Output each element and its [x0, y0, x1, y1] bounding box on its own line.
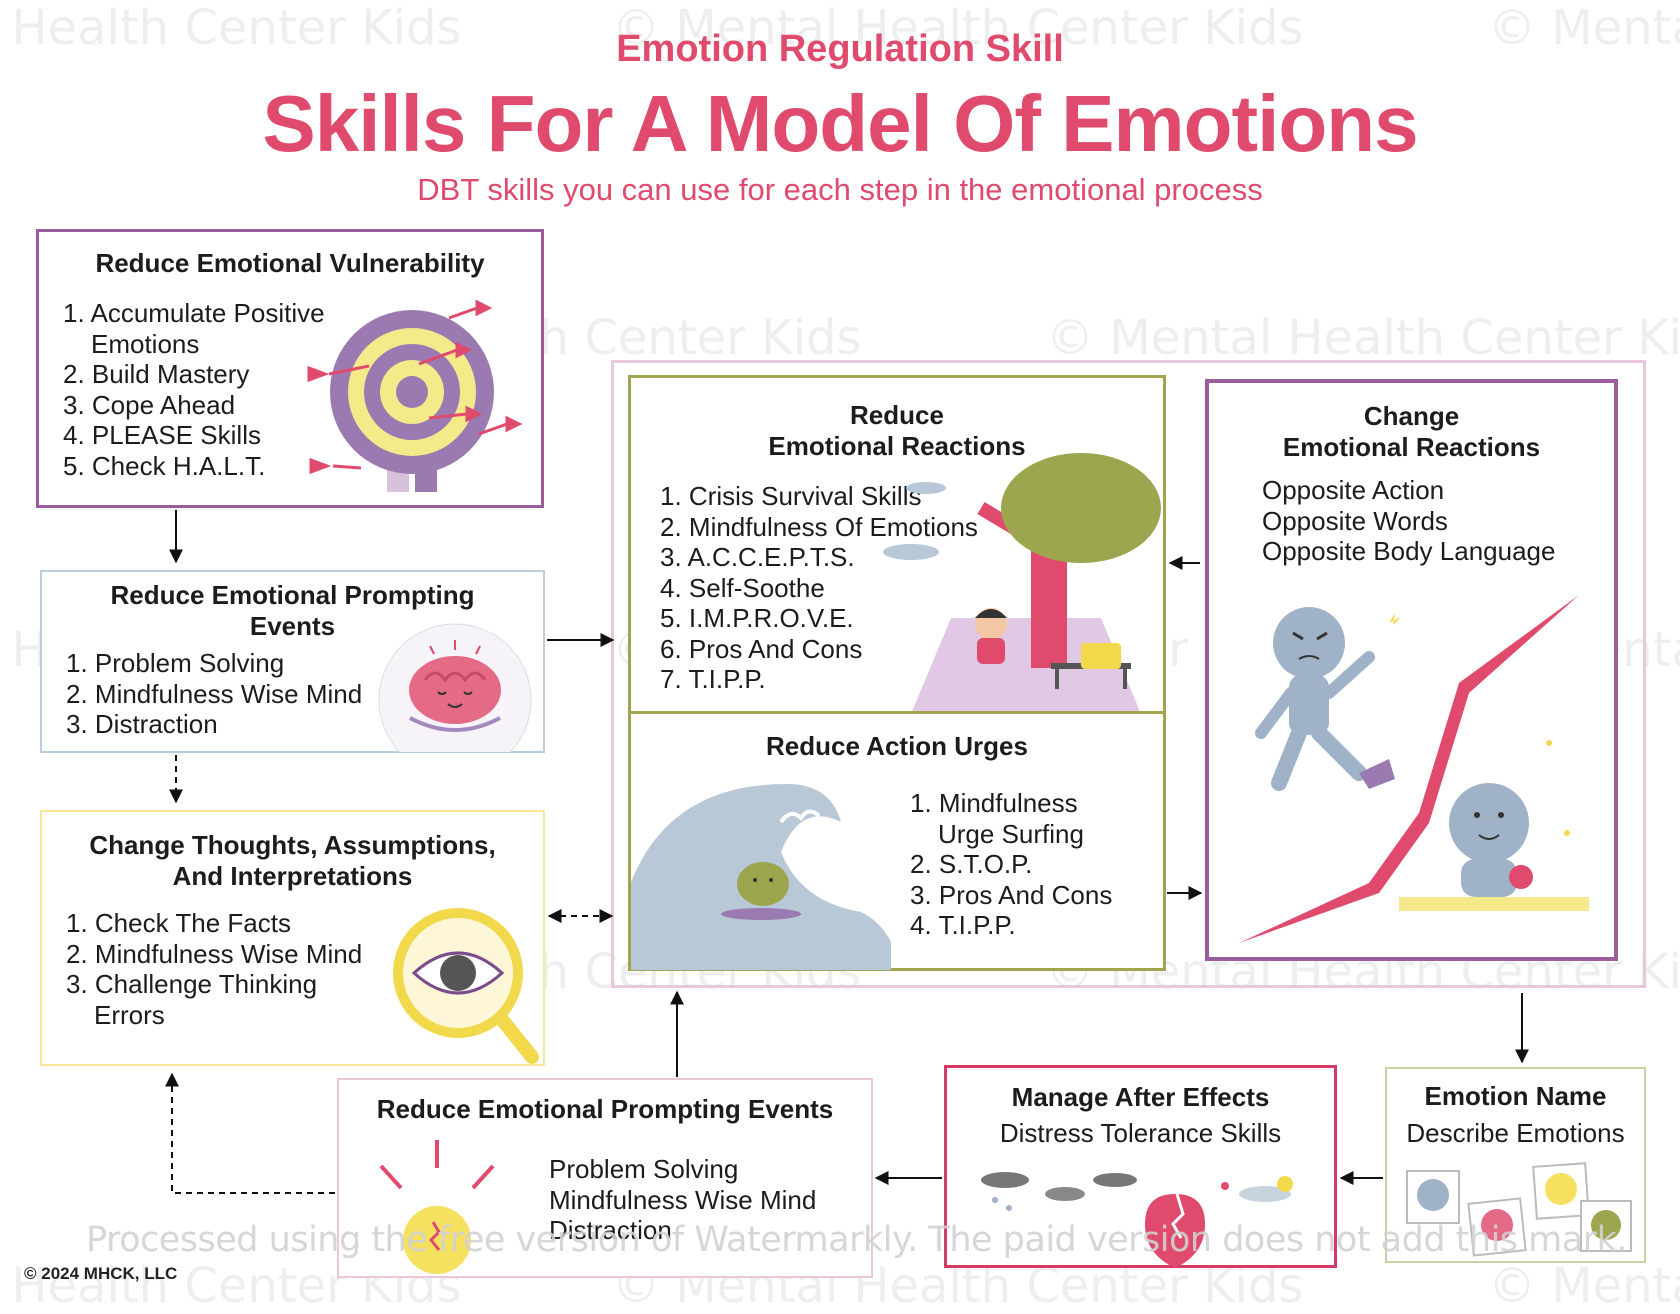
list-item: Urge Surfing: [938, 818, 1084, 849]
emotion-name-title: Emotion Name: [1424, 1081, 1607, 1111]
list-item: 4. PLEASE Skills: [63, 420, 261, 450]
list-item: 2. S.T.O.P.: [910, 849, 1033, 879]
change-reactions-box: Change Emotional Reactions Opposite Acti…: [1205, 379, 1618, 961]
list-item: Opposite Words: [1262, 505, 1448, 536]
list-item: 1. Accumulate Positive: [63, 298, 325, 328]
heart-clouds-illustration: [981, 1172, 1293, 1268]
change-reactions-list: Opposite Action Opposite Words Opposite …: [1262, 475, 1555, 567]
after-effects-body: Distress Tolerance Skills: [999, 1118, 1282, 1148]
page-title: Skills For A Model Of Emotions: [262, 79, 1418, 168]
meditating-brain-illustration: [378, 623, 532, 752]
surfing-wave-illustration: [631, 783, 891, 970]
prompting-events-bottom-title: Reduce Emotional Prompting Events: [376, 1094, 834, 1124]
list-item: 2. Mindfulness Wise Mind: [66, 678, 363, 709]
reduce-reactions-title: Reduce Emotional Reactions: [768, 400, 1026, 461]
list-item: 3. Cope Ahead: [63, 389, 236, 420]
change-thoughts-box: Change Thoughts, Assumptions, And Interp…: [40, 810, 545, 1066]
list-item: 7. T.I.P.P.: [660, 664, 766, 694]
list-item: 4. T.I.P.P.: [910, 910, 1016, 940]
vulnerability-list: 1. Accumulate Positive Emotions 2. Build…: [63, 298, 325, 481]
prompting-events-bottom-box: Reduce Emotional Prompting Events Proble…: [337, 1078, 873, 1278]
target-darts-illustration: [307, 299, 523, 492]
list-item: 6. Pros And Cons: [660, 633, 863, 664]
picnic-tree-illustration: [883, 453, 1161, 714]
list-item: Opposite Action: [1262, 475, 1445, 505]
action-urges-list: 1. Mindfulness Urge Surfing 2. S.T.O.P. …: [910, 788, 1112, 941]
opposite-action-illustration: [1239, 595, 1589, 943]
magnifier-eye-illustration: [393, 908, 539, 1064]
watermark-text: © Mental Health Center Kids: [612, 0, 1304, 56]
change-thoughts-list: 1. Check The Facts 2. Mindfulness Wise M…: [66, 908, 362, 1030]
page-subtitle: DBT skills you can use for each step in …: [417, 172, 1263, 207]
emotion-name-body: Describe Emotions: [1406, 1118, 1625, 1148]
copyright-text: © 2024 MHCK, LLC: [24, 1264, 178, 1283]
reduce-reactions-list: 1. Crisis Survival Skills 2. Mindfulness…: [660, 481, 978, 695]
action-urges-title: Reduce Action Urges: [766, 731, 1028, 761]
change-reactions-title: Change Emotional Reactions: [1282, 401, 1541, 462]
after-effects-box: Manage After Effects Distress Tolerance …: [944, 1065, 1337, 1268]
list-item: 2. Mindfulness Wise Mind: [66, 938, 363, 969]
list-item: 5. I.M.P.R.O.V.E.: [660, 603, 854, 633]
after-effects-title: Manage After Effects: [1011, 1082, 1270, 1112]
list-item: Problem Solving: [549, 1154, 739, 1184]
emotion-name-box: Emotion Name Describe Emotions: [1385, 1067, 1646, 1263]
lightbulb-illustration: [379, 1140, 495, 1274]
prompting-events-list: 1. Problem Solving 2. Mindfulness Wise M…: [66, 648, 362, 740]
list-item: Errors: [94, 999, 165, 1030]
list-item: 2. Mindfulness Of Emotions: [660, 511, 978, 542]
prompting-events-bottom-list: Problem Solving Mindfulness Wise Mind Di…: [549, 1154, 816, 1246]
emotion-faces-illustration: [1406, 1162, 1632, 1257]
list-item: 5. Check H.A.L.T.: [63, 450, 266, 481]
vulnerability-title: Reduce Emotional Vulnerability: [95, 248, 485, 278]
action-urges-box: Reduce Action Urges 1. Mindfulness Urge …: [628, 711, 1166, 971]
list-item: 3. Challenge Thinking: [66, 969, 318, 999]
reduce-reactions-box: Reduce Emotional Reactions 1. Crisis Sur…: [628, 375, 1166, 714]
prompting-events-title: Reduce Emotional Prompting Events: [110, 580, 475, 641]
list-item: 1. Problem Solving: [66, 648, 285, 678]
list-item: 2. Build Mastery: [63, 359, 250, 389]
list-item: Emotions: [91, 328, 200, 359]
vulnerability-box: Reduce Emotional Vulnerability 1. Accumu…: [36, 229, 544, 508]
list-item: 1. Mindfulness: [910, 788, 1078, 818]
list-item: Opposite Body Language: [1262, 536, 1556, 566]
overlay-watermark: Processed using the free version of Wate…: [86, 1220, 1628, 1260]
change-thoughts-title: Change Thoughts, Assumptions, And Interp…: [89, 830, 496, 891]
emotion-process-frame: [611, 360, 1646, 988]
list-item: 4. Self-Soothe: [660, 572, 825, 603]
list-item: 3. A.C.C.E.P.T.S.: [660, 542, 855, 572]
list-item: 3. Pros And Cons: [910, 879, 1113, 910]
prompting-events-box: Reduce Emotional Prompting Events 1. Pro…: [40, 570, 545, 753]
kicker-title: Emotion Regulation Skill: [616, 28, 1064, 70]
list-item: 1. Crisis Survival Skills: [660, 481, 922, 511]
list-item: Mindfulness Wise Mind: [549, 1184, 817, 1215]
list-item: 3. Distraction: [66, 709, 218, 739]
list-item: 1. Check The Facts: [66, 908, 291, 938]
list-item: Distraction: [549, 1215, 672, 1245]
watermark-text: © Mental Health Center Kids: [1046, 310, 1680, 366]
watermark-text: © Mental Health Center Kids: [0, 0, 462, 56]
watermark-text: © Mental Health Center Kids: [1488, 0, 1680, 56]
